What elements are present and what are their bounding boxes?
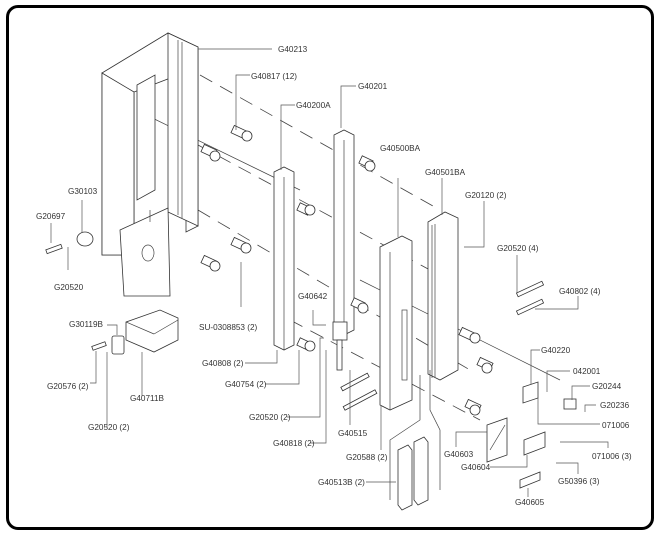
label-G20520-4: G20520 (4) xyxy=(497,244,539,253)
label-G40818: G40818 (2) xyxy=(273,439,315,448)
label-G40513B: G40513B (2) xyxy=(318,478,365,487)
part-G40642 xyxy=(332,321,348,341)
label-071006: 071006 xyxy=(602,421,630,430)
label-071006-3: 071006 (3) xyxy=(592,452,632,461)
label-G40515: G40515 xyxy=(338,429,368,438)
screw-icon xyxy=(476,356,494,374)
label-G40808: G40808 (2) xyxy=(202,359,244,368)
part-G40220 xyxy=(522,381,539,404)
screw-icon xyxy=(200,254,221,272)
label-G30103: G30103 xyxy=(68,187,98,196)
part-G40604 xyxy=(523,431,546,456)
label-G40642: G40642 xyxy=(298,292,328,301)
part-G40500BA-plate xyxy=(379,235,413,411)
screw-icon xyxy=(45,243,63,255)
label-G40605: G40605 xyxy=(515,498,545,507)
label-G20588: G20588 (2) xyxy=(346,453,388,462)
label-SU-0308853: SU-0308853 (2) xyxy=(199,323,258,332)
screw-icon xyxy=(358,155,376,172)
label-G20520-2b: G20520 (2) xyxy=(249,413,291,422)
label-G20520-2a: G20520 (2) xyxy=(88,423,130,432)
label-G40754: G40754 (2) xyxy=(225,380,267,389)
label-G40213: G40213 xyxy=(278,45,308,54)
screw-icon xyxy=(91,341,107,351)
label-G40802: G40802 (4) xyxy=(559,287,601,296)
label-G30119B: G30119B xyxy=(69,320,104,329)
part-G40213-main-frame xyxy=(101,32,199,297)
label-G40501BA: G40501BA xyxy=(425,168,466,177)
screw-icon xyxy=(464,398,482,416)
part-G40603-plate xyxy=(486,417,508,463)
screw-icon xyxy=(296,337,316,352)
screw-icon xyxy=(296,202,316,216)
label-G40500BA: G40500BA xyxy=(380,144,421,153)
label-G40201: G40201 xyxy=(358,82,388,91)
screw-icon xyxy=(458,326,481,344)
label-G20520: G20520 xyxy=(54,283,84,292)
label-G40711B: G40711B xyxy=(130,394,165,403)
label-G40604: G40604 xyxy=(461,463,491,472)
screw-icon xyxy=(342,389,378,411)
part-G40711B-bracket xyxy=(125,309,179,353)
part-G40513B-blocks xyxy=(389,370,441,511)
screw-icon xyxy=(230,236,252,254)
label-G20236: G20236 xyxy=(600,401,630,410)
label-G20697: G20697 xyxy=(36,212,66,221)
part-labels: G40213 G40817 (12) G40200A G40201 G40500… xyxy=(36,45,632,507)
label-G40220: G40220 xyxy=(541,346,571,355)
part-G40605 xyxy=(519,471,541,489)
part-G20244 xyxy=(563,398,577,410)
screw-icon xyxy=(230,124,253,142)
part-G30103-cylinder xyxy=(76,231,94,247)
screw-icon xyxy=(350,297,369,314)
screw-icon xyxy=(200,143,221,162)
screw-icon xyxy=(515,298,545,316)
label-G50396: G50396 (3) xyxy=(558,477,600,486)
part-G40200A-bar xyxy=(273,166,295,351)
screw-icon xyxy=(340,372,370,392)
label-G40817: G40817 (12) xyxy=(251,72,297,81)
diagram-frame xyxy=(6,5,654,530)
part-G30119B xyxy=(111,335,125,355)
label-G20120: G20120 (2) xyxy=(465,191,507,200)
part-G40501BA-plate xyxy=(427,211,459,381)
label-G40200A: G40200A xyxy=(296,101,331,110)
leader-lines xyxy=(50,48,609,497)
label-G40603: G40603 xyxy=(444,450,474,459)
screws xyxy=(45,124,545,416)
label-042001: 042001 xyxy=(573,367,601,376)
screw-icon xyxy=(515,280,545,298)
label-G20576: G20576 (2) xyxy=(47,382,89,391)
part-G40818 xyxy=(336,339,343,371)
label-G20244: G20244 xyxy=(592,382,622,391)
